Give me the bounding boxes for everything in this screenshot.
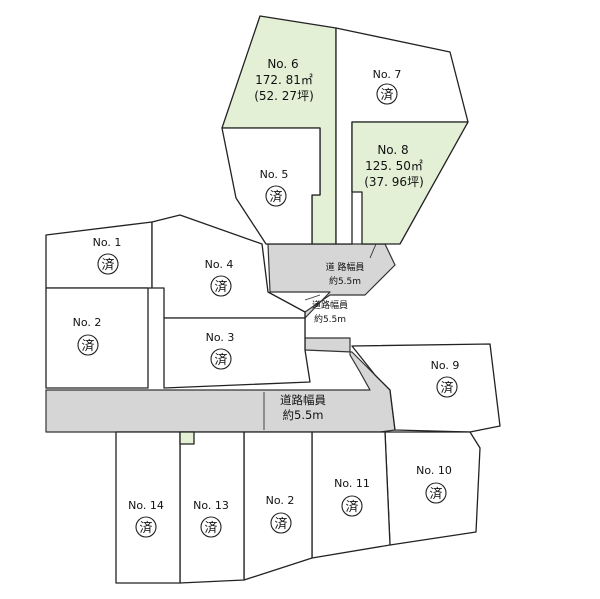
sold-badge-5 bbox=[265, 185, 287, 207]
sold-badge-10 bbox=[425, 482, 447, 504]
lot-5-label: No. 5 bbox=[260, 168, 289, 181]
lot-13-label: No. 13 bbox=[193, 499, 229, 512]
lot-9[interactable] bbox=[351, 343, 501, 433]
sold-badge-7 bbox=[376, 83, 398, 105]
sold-badge-2-lower bbox=[270, 512, 292, 534]
sold-mark-11: 済 bbox=[345, 499, 358, 515]
lot-2-lower-text: No. 2 済 bbox=[266, 494, 295, 534]
road-middle-name: 道路幅員 bbox=[312, 299, 348, 311]
lot-9-text: No. 9 済 bbox=[431, 359, 460, 398]
lot-11-text: No. 11 済 bbox=[334, 477, 370, 517]
sold-mark-1: 済 bbox=[101, 257, 114, 273]
lot-5[interactable] bbox=[221, 127, 321, 245]
lot-14[interactable] bbox=[115, 431, 181, 584]
lot-6-tsubo: (52. 27坪) bbox=[254, 89, 314, 103]
lot-8-area: 125. 50㎡ bbox=[365, 159, 423, 173]
sold-mark-4: 済 bbox=[214, 279, 227, 295]
lot-11-label: No. 11 bbox=[334, 477, 370, 490]
road-upper-name: 道 路幅員 bbox=[326, 261, 365, 273]
lot-5-text: No. 5 済 bbox=[260, 168, 289, 207]
lot-10-text: No. 10 済 bbox=[416, 464, 452, 504]
lot-10-label: No. 10 bbox=[416, 464, 452, 477]
lot-7-label: No. 7 bbox=[373, 68, 402, 81]
lot-3-text: No. 3 済 bbox=[206, 331, 235, 370]
lot-7-text: No. 7 済 bbox=[373, 68, 402, 105]
sold-badge-11 bbox=[341, 495, 363, 517]
lot-1-label: No. 1 bbox=[93, 236, 122, 249]
road-main-width: 約5.5m bbox=[283, 408, 324, 422]
sold-mark-7: 済 bbox=[380, 87, 393, 103]
lot-2-label: No. 2 bbox=[73, 316, 102, 329]
road-upper-width: 約5.5m bbox=[329, 275, 361, 287]
lot-4-label: No. 4 bbox=[205, 258, 234, 271]
lot-14-text: No. 14 済 bbox=[128, 499, 164, 538]
lot-1-text: No. 1 済 bbox=[93, 236, 122, 275]
green-strip bbox=[179, 431, 195, 445]
lot-8[interactable] bbox=[351, 121, 469, 245]
sold-mark-5: 済 bbox=[269, 189, 282, 205]
sold-mark-9: 済 bbox=[440, 380, 453, 396]
lot-1[interactable] bbox=[45, 221, 153, 289]
sold-mark-13: 済 bbox=[204, 520, 217, 536]
sold-badge-14 bbox=[135, 516, 157, 538]
lot-4-text: No. 4 済 bbox=[205, 258, 234, 297]
lot-11[interactable] bbox=[311, 431, 391, 559]
lot-13-text: No. 13 済 bbox=[193, 499, 229, 538]
lot-2[interactable] bbox=[45, 287, 149, 389]
lot-2-lower-label: No. 2 bbox=[266, 494, 295, 507]
road-arrow-middle bbox=[304, 294, 321, 301]
lot-4[interactable] bbox=[151, 214, 306, 319]
sold-badge-4 bbox=[210, 275, 232, 297]
sold-mark-2-lower: 済 bbox=[274, 516, 287, 532]
sold-mark-3: 済 bbox=[214, 352, 227, 368]
lot-2-text: No. 2 済 bbox=[73, 316, 102, 356]
lot-3-label: No. 3 bbox=[206, 331, 235, 344]
sold-mark-2: 済 bbox=[81, 338, 94, 354]
lot-6-area: 172. 81㎡ bbox=[255, 73, 313, 87]
sold-mark-14: 済 bbox=[139, 520, 152, 536]
road-middle-width: 約5.5m bbox=[314, 313, 346, 325]
lot-14-label: No. 14 bbox=[128, 499, 164, 512]
sold-badge-13 bbox=[200, 516, 222, 538]
sold-badge-2 bbox=[77, 334, 99, 356]
sold-badge-9 bbox=[436, 376, 458, 398]
lot-6-label: No. 6 bbox=[267, 57, 298, 71]
lot-8-tsubo: (37. 96坪) bbox=[364, 175, 424, 189]
sold-badge-1 bbox=[97, 253, 119, 275]
sold-badge-3 bbox=[210, 348, 232, 370]
sold-mark-10: 済 bbox=[429, 486, 442, 502]
lot-3[interactable] bbox=[163, 317, 311, 389]
road-arrow-upper bbox=[369, 243, 377, 259]
lot-8-label: No. 8 bbox=[377, 143, 408, 157]
road-main-name: 道路幅員 bbox=[280, 393, 326, 407]
lot-9-label: No. 9 bbox=[431, 359, 460, 372]
